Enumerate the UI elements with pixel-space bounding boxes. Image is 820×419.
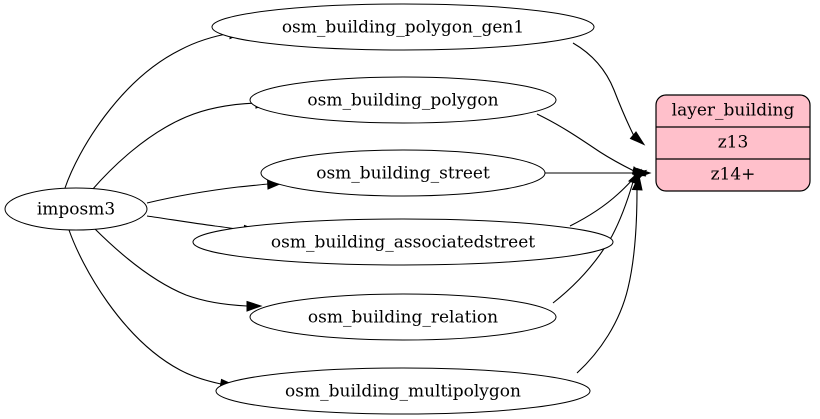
record-row-layer_building-title: layer_building — [672, 101, 795, 121]
edge-polygon-to-z14plus — [536, 113, 635, 172]
node-osm_building_polygon[interactable]: osm_building_polygon — [249, 76, 557, 124]
node-osm_building_multipolygon-label: osm_building_multipolygon — [285, 382, 521, 402]
node-osm_building_associatedstreet[interactable]: osm_building_associatedstreet — [192, 218, 614, 266]
node-osm_building_multipolygon-shape[interactable] — [215, 367, 591, 415]
node-imposm3-label: imposm3 — [37, 200, 115, 220]
node-osm_building_polygon-label: osm_building_polygon — [307, 91, 498, 111]
edge-relation-to-z14plus — [552, 181, 634, 304]
record-row-z14plus: z14+ — [711, 165, 756, 185]
node-osm_building_relation[interactable]: osm_building_relation — [249, 293, 557, 341]
node-osm_building_polygon_gen1-shape[interactable] — [211, 3, 595, 51]
node-osm_building_street-shape[interactable] — [260, 149, 546, 197]
node-imposm3[interactable]: imposm3 — [4, 187, 148, 231]
node-layer_building-shape[interactable] — [655, 94, 811, 192]
arrowhead-z14plus-multipolygon — [631, 174, 643, 191]
node-osm_building_associatedstreet-label: osm_building_associatedstreet — [271, 233, 535, 253]
node-osm_building_street[interactable]: osm_building_street — [260, 149, 546, 197]
edge-imposm3-to-polygon-gen1 — [64, 32, 233, 189]
node-osm_building_multipolygon[interactable]: osm_building_multipolygon — [215, 367, 591, 415]
edge-polygon-gen1-to-z13 — [572, 42, 635, 137]
arrowhead-z13 — [629, 131, 646, 146]
edge-multipolygon-to-z14plus — [576, 189, 638, 374]
node-osm_building_polygon_gen1[interactable]: osm_building_polygon_gen1 — [211, 3, 595, 51]
edge-imposm3-to-relation — [93, 227, 248, 307]
node-osm_building_polygon-shape[interactable] — [249, 76, 557, 124]
node-osm_building_street-label: osm_building_street — [316, 164, 490, 184]
edge-imposm3-to-multipolygon — [68, 229, 222, 385]
edge-imposm3-to-street — [146, 183, 269, 204]
node-osm_building_relation-label: osm_building_relation — [308, 308, 498, 328]
edge-imposm3-to-associatedstreet — [146, 215, 245, 231]
node-osm_building_associatedstreet-shape[interactable] — [192, 218, 614, 266]
node-layer_building[interactable]: layer_building z13 z14+ — [655, 94, 811, 192]
node-osm_building_relation-shape[interactable] — [249, 293, 557, 341]
edge-group-target — [536, 42, 652, 374]
record-row-z13: z13 — [718, 133, 749, 153]
arrowhead-relation — [246, 300, 263, 312]
node-imposm3-shape[interactable] — [4, 187, 148, 231]
edge-associatedstreet-to-z14plus — [569, 175, 637, 227]
edge-imposm3-to-polygon — [91, 102, 257, 191]
node-osm_building_polygon_gen1-label: osm_building_polygon_gen1 — [282, 18, 524, 38]
